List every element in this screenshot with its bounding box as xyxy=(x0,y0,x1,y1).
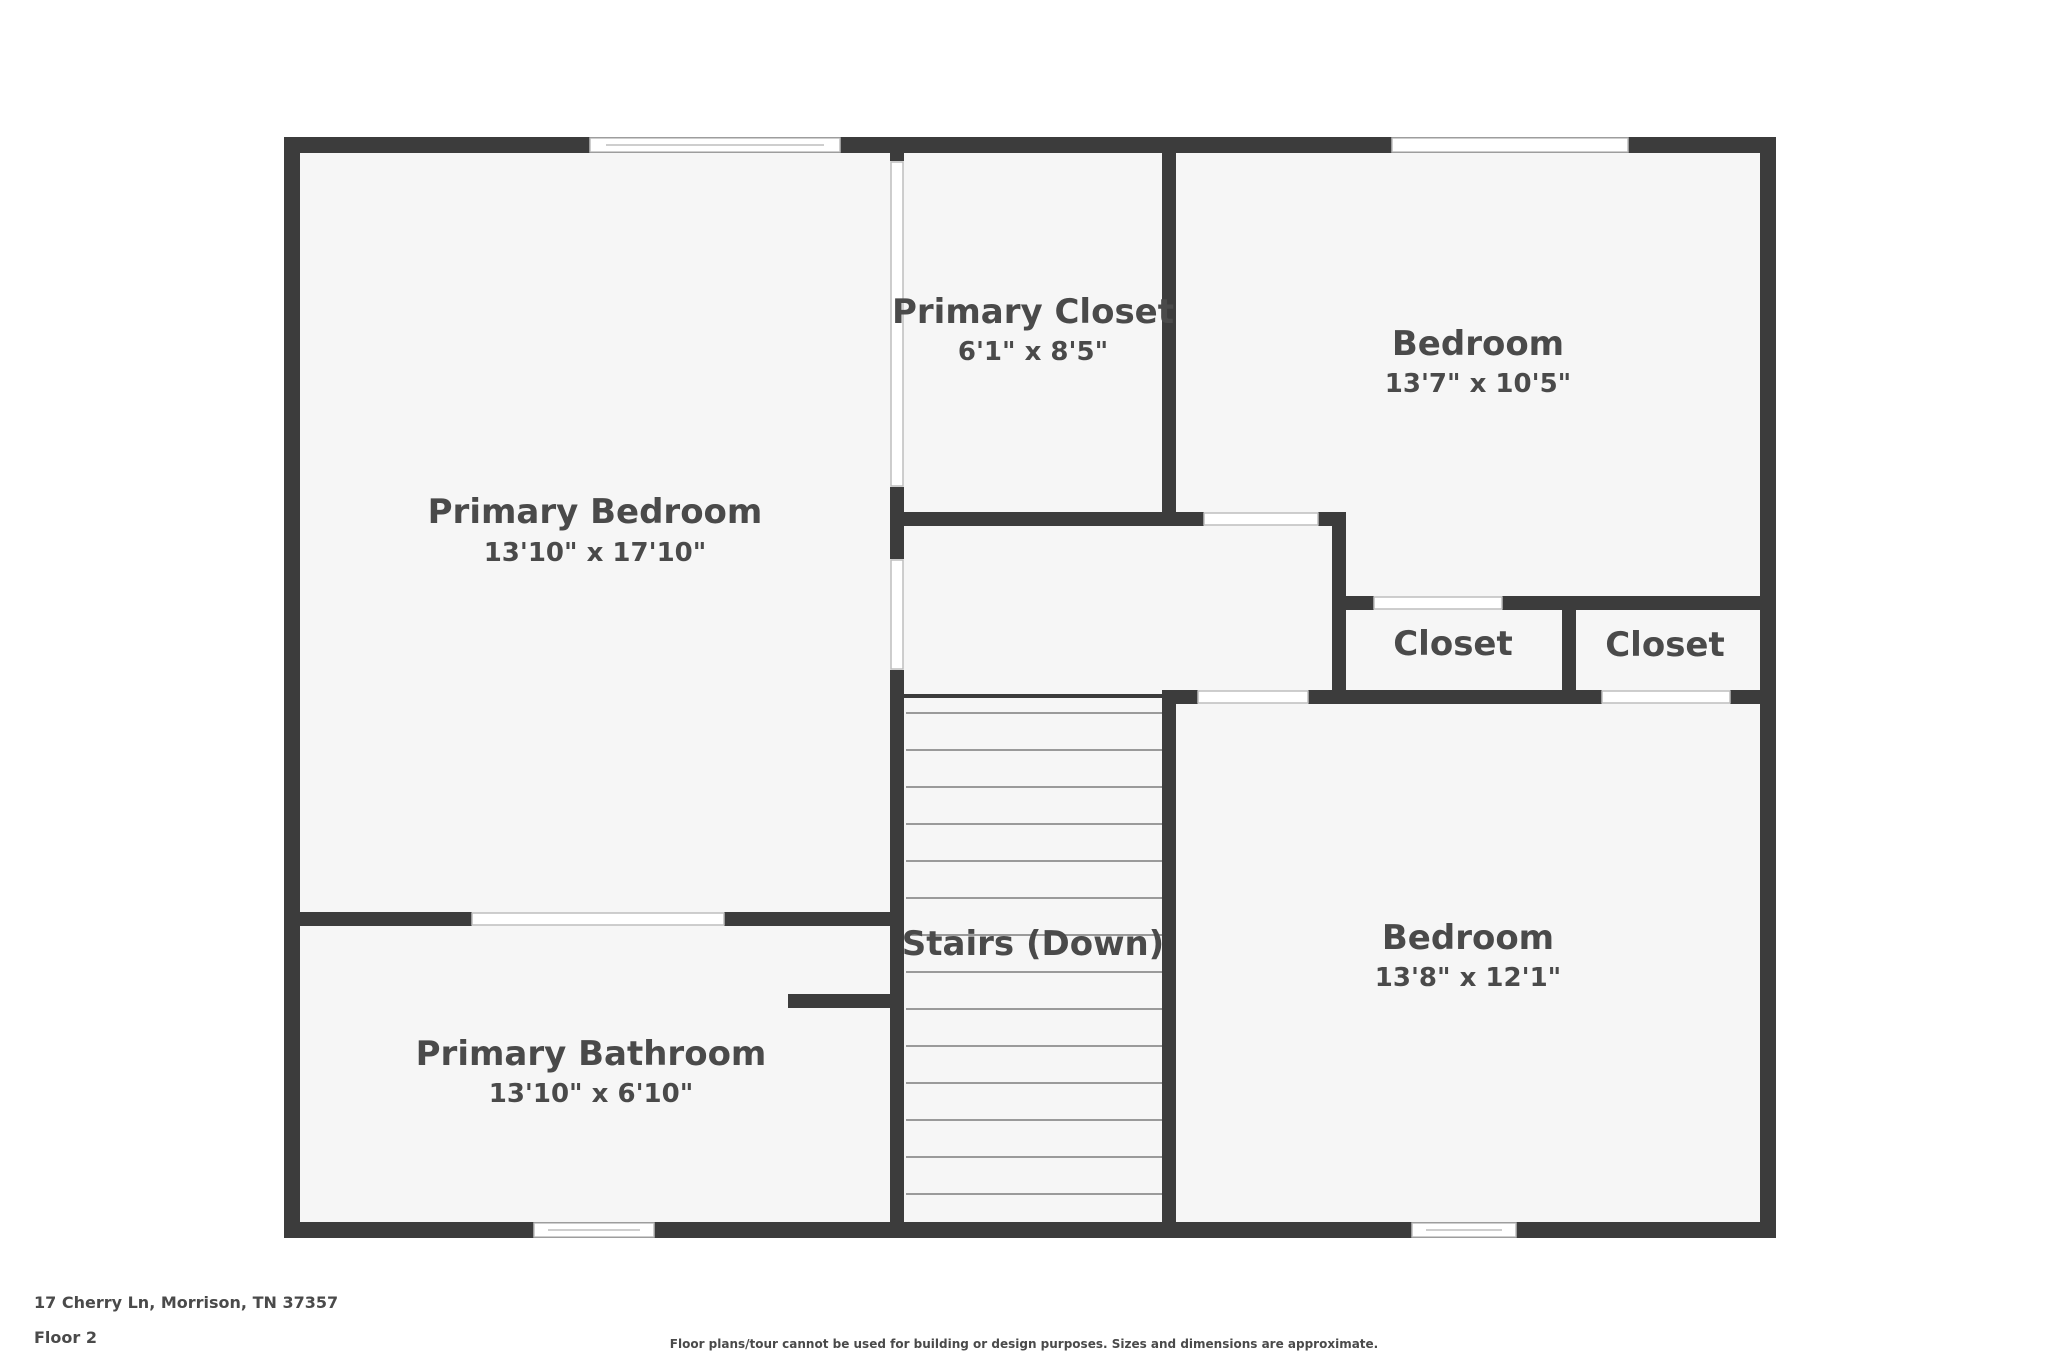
room-name-closet-right: Closet xyxy=(1605,625,1725,665)
room-dims-bedroom-top: 13'7" x 10'5" xyxy=(1385,369,1571,399)
room-name-closet-left: Closet xyxy=(1393,624,1513,664)
room-dims-primary-bathroom: 13'10" x 6'10" xyxy=(489,1079,694,1109)
floor-area xyxy=(292,145,1766,1230)
room-name-bedroom-top: Bedroom xyxy=(1392,324,1564,364)
floor-label: Floor 2 xyxy=(34,1328,97,1347)
room-name-stairs: Stairs (Down) xyxy=(902,924,1164,964)
room-dims-primary-closet: 6'1" x 8'5" xyxy=(958,337,1108,367)
property-address: 17 Cherry Ln, Morrison, TN 37357 xyxy=(34,1293,339,1312)
openings xyxy=(471,137,1731,1238)
room-name-primary-bathroom: Primary Bathroom xyxy=(416,1034,767,1074)
room-name-primary-closet: Primary Closet xyxy=(892,292,1174,332)
stair-treads xyxy=(906,712,1162,1195)
room-name-bedroom-bottom: Bedroom xyxy=(1382,918,1554,958)
disclaimer: Floor plans/tour cannot be used for buil… xyxy=(669,1337,1379,1351)
room-dims-bedroom-bottom: 13'8" x 12'1" xyxy=(1375,963,1561,993)
room-name-primary-bedroom: Primary Bedroom xyxy=(428,492,763,532)
room-dims-primary-bedroom: 13'10" x 17'10" xyxy=(484,538,707,568)
